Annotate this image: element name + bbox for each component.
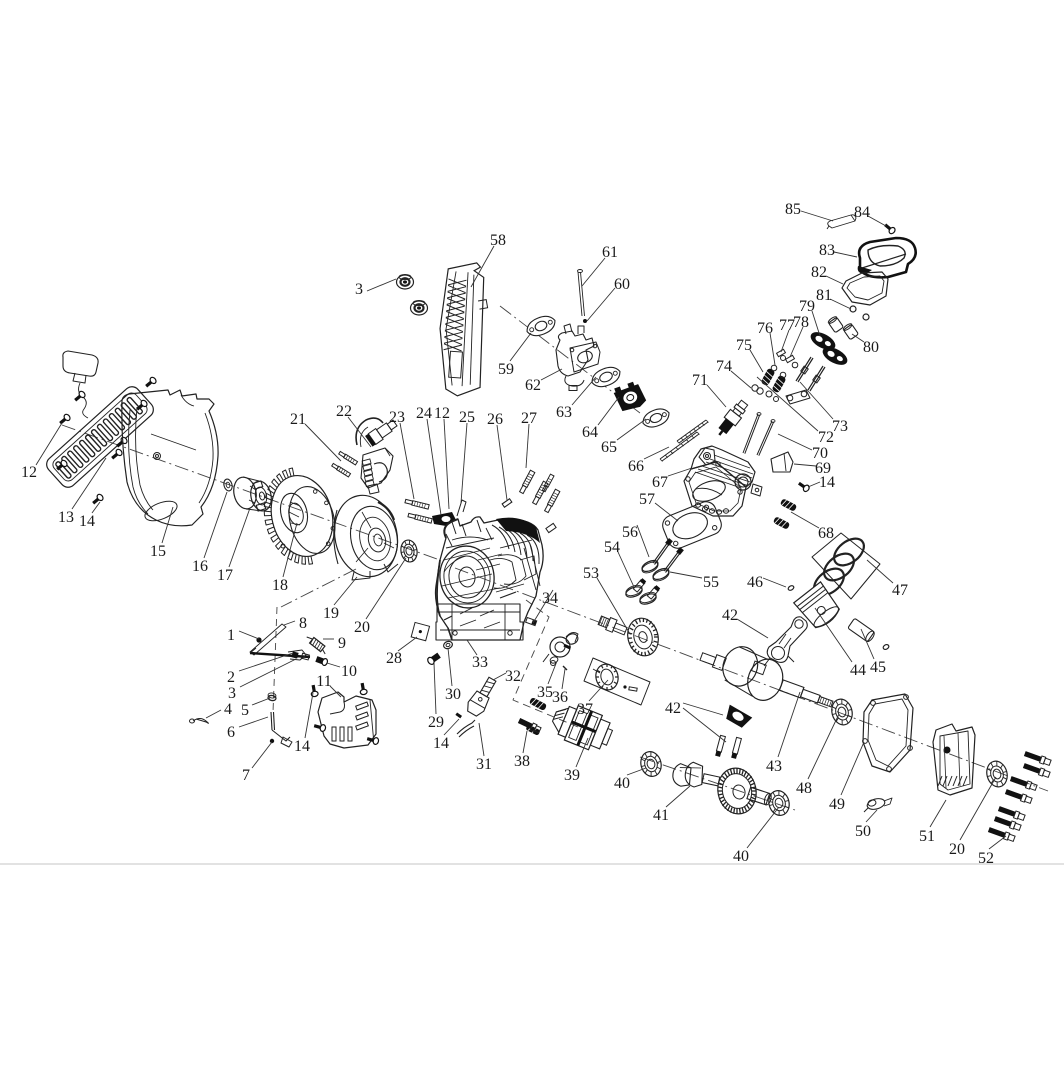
svg-text:10: 10 [341,663,357,680]
svg-text:40: 40 [614,775,630,792]
svg-text:20: 20 [949,841,965,858]
svg-text:30: 30 [445,686,461,703]
svg-text:36: 36 [552,689,568,706]
svg-text:26: 26 [487,411,503,428]
svg-text:66: 66 [628,458,644,475]
svg-text:56: 56 [622,524,638,541]
svg-text:17: 17 [217,567,233,584]
svg-text:73: 73 [832,418,848,435]
svg-text:39: 39 [564,767,580,784]
svg-text:58: 58 [490,232,506,249]
svg-text:42: 42 [665,700,681,717]
svg-text:28: 28 [386,650,402,667]
svg-text:9: 9 [338,635,346,652]
svg-text:42: 42 [722,607,738,624]
svg-text:13: 13 [58,509,74,526]
svg-text:24: 24 [416,405,432,422]
svg-text:15: 15 [150,543,166,560]
svg-text:51: 51 [919,828,935,845]
svg-text:83: 83 [819,242,835,259]
svg-text:16: 16 [192,558,208,575]
svg-text:53: 53 [583,565,599,582]
svg-text:1: 1 [227,627,235,644]
svg-text:80: 80 [863,339,879,356]
svg-text:27: 27 [521,410,537,427]
svg-text:3: 3 [228,685,236,702]
svg-text:46: 46 [747,574,763,591]
svg-text:33: 33 [472,654,488,671]
svg-text:32: 32 [505,668,521,685]
svg-text:79: 79 [799,298,815,315]
svg-text:43: 43 [766,758,782,775]
svg-text:65: 65 [601,439,617,456]
svg-text:35: 35 [537,684,553,701]
svg-text:11: 11 [316,673,331,690]
svg-text:71: 71 [692,372,708,389]
svg-text:2: 2 [227,669,235,686]
svg-text:6: 6 [227,724,235,741]
svg-text:14: 14 [79,513,95,530]
svg-text:44: 44 [850,662,866,679]
svg-text:22: 22 [336,403,352,420]
svg-text:37: 37 [577,701,593,718]
svg-text:23: 23 [389,409,405,426]
svg-text:41: 41 [653,807,669,824]
svg-text:74: 74 [716,358,732,375]
svg-text:67: 67 [652,474,668,491]
svg-text:52: 52 [978,850,994,867]
svg-text:48: 48 [796,780,812,797]
svg-text:59: 59 [498,361,514,378]
svg-text:18: 18 [272,577,288,594]
svg-text:70: 70 [812,445,828,462]
svg-text:57: 57 [639,491,655,508]
svg-text:85: 85 [785,201,801,218]
svg-text:25: 25 [459,409,475,426]
svg-text:61: 61 [602,244,618,261]
svg-text:31: 31 [476,756,492,773]
svg-text:84: 84 [854,204,870,221]
svg-text:40: 40 [733,848,749,865]
svg-text:21: 21 [290,411,306,428]
svg-text:3: 3 [355,281,363,298]
svg-text:78: 78 [793,314,809,331]
svg-text:81: 81 [816,287,832,304]
svg-text:5: 5 [241,702,249,719]
svg-text:75: 75 [736,337,752,354]
svg-text:34: 34 [542,590,558,607]
svg-text:64: 64 [582,424,598,441]
svg-text:45: 45 [870,659,886,676]
svg-text:50: 50 [855,823,871,840]
svg-text:29: 29 [428,714,444,731]
svg-text:12: 12 [434,405,450,422]
svg-text:8: 8 [299,615,307,632]
svg-text:38: 38 [514,753,530,770]
svg-text:20: 20 [354,619,370,636]
svg-text:76: 76 [757,320,773,337]
svg-text:14: 14 [433,735,449,752]
svg-text:14: 14 [819,474,835,491]
svg-text:55: 55 [703,574,719,591]
svg-text:47: 47 [892,582,908,599]
svg-text:82: 82 [811,264,827,281]
svg-text:54: 54 [604,539,620,556]
svg-text:7: 7 [242,767,250,784]
svg-text:60: 60 [614,276,630,293]
svg-text:63: 63 [556,404,572,421]
svg-text:12: 12 [21,464,37,481]
svg-text:49: 49 [829,796,845,813]
svg-text:14: 14 [294,738,310,755]
svg-text:19: 19 [323,605,339,622]
svg-text:4: 4 [224,701,232,718]
svg-text:62: 62 [525,377,541,394]
svg-text:68: 68 [818,525,834,542]
